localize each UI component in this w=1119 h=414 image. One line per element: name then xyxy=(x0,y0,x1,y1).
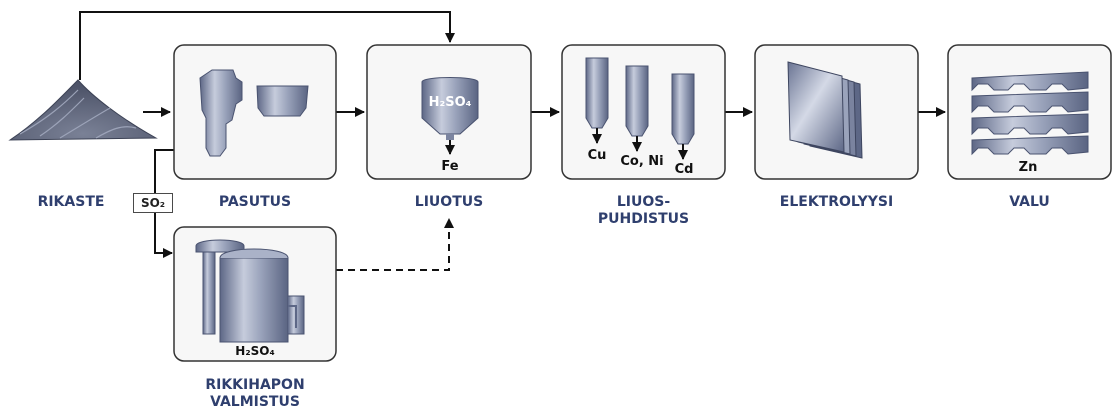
label-roasting: PASUTUS xyxy=(218,194,292,210)
zinc-ingots-icon xyxy=(971,71,1089,156)
acid-plant-icon xyxy=(195,239,305,343)
purification-cylinders-icon: Cu Co, Ni Cd xyxy=(585,57,695,177)
label-electrolysis: ELEKTROLYYSI xyxy=(779,194,894,210)
roasting-box xyxy=(173,44,337,180)
leach-acid-label: H₂SO₄ xyxy=(429,95,472,110)
purify-coni-label: Co, Ni xyxy=(620,154,663,169)
purify-cd-label: Cd xyxy=(675,162,694,177)
cast-product-zn-label: Zn xyxy=(1019,160,1038,175)
so2-label: SO₂ xyxy=(133,193,173,213)
roaster-icon xyxy=(199,69,309,157)
purify-cu-label: Cu xyxy=(588,148,607,163)
label-acid-plant-line2: VALMISTUS xyxy=(210,394,300,410)
label-leaching: LIUOTUS xyxy=(414,194,484,210)
leach-tank-icon: H₂SO₄ Fe xyxy=(421,77,479,174)
bypass-line-to-leaching xyxy=(79,11,455,80)
concentrate-pile xyxy=(8,79,158,141)
acid-product-label: H₂SO₄ xyxy=(235,344,274,358)
label-purification-line2: PUHDISTUS xyxy=(597,211,690,227)
label-acid-plant: RIKKIHAPON VALMISTUS xyxy=(174,377,336,411)
acid-dashed-line-to-leaching xyxy=(336,218,454,271)
electrode-plates-icon xyxy=(787,61,863,159)
label-acid-plant-line1: RIKKIHAPON xyxy=(205,377,305,393)
label-concentrate: RIKASTE xyxy=(37,194,105,210)
label-purification: LIUOS- PUHDISTUS xyxy=(562,194,725,228)
leach-output-fe-label: Fe xyxy=(441,159,458,174)
label-purification-line1: LIUOS- xyxy=(616,194,671,210)
label-casting: VALU xyxy=(1009,194,1050,210)
